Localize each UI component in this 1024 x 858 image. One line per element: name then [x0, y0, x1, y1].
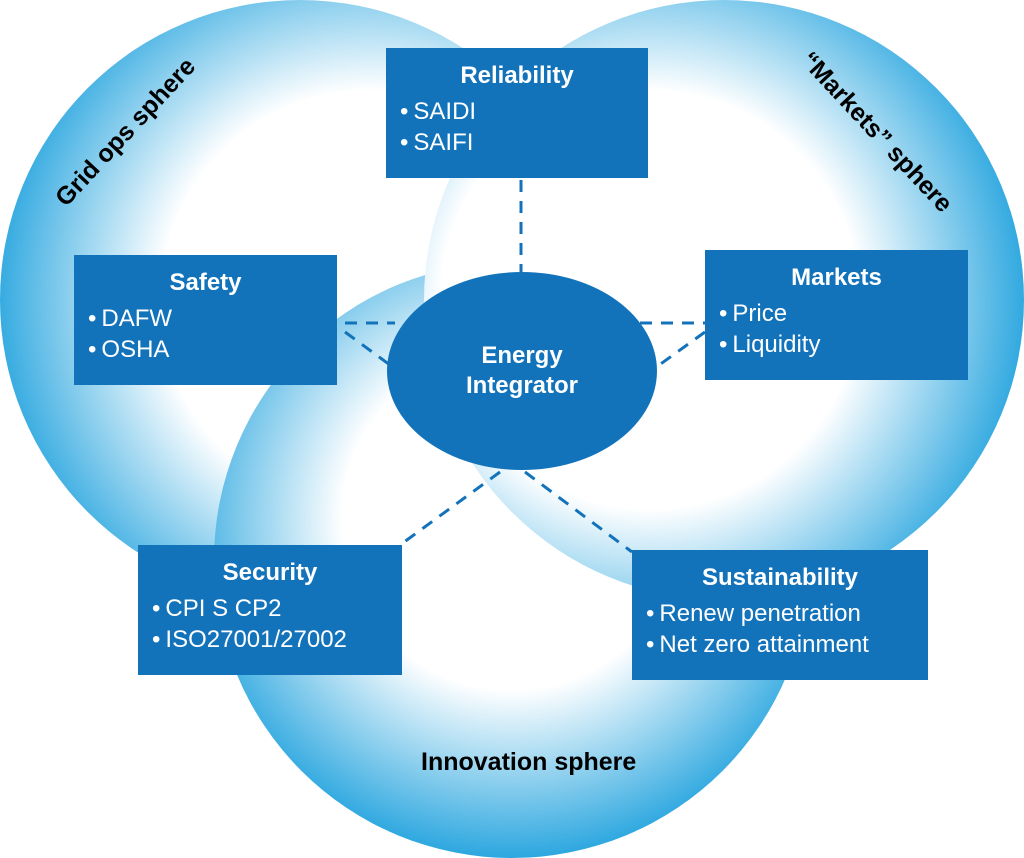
energy-integrator-node: Energy Integrator: [387, 272, 657, 470]
security-box: Security CPI S CP2 ISO27001/27002: [138, 545, 402, 675]
safety-list: DAFW OSHA: [74, 303, 337, 365]
dashed-connectors: [344, 180, 706, 554]
reliability-list: SAIDI SAIFI: [386, 96, 648, 158]
list-item: CPI S CP2: [152, 593, 402, 624]
list-item: Net zero attainment: [646, 629, 928, 660]
center-label-line1: Energy: [481, 342, 563, 369]
connector-safety-diag: [344, 330, 391, 367]
sustainability-list: Renew penetration Net zero attainment: [632, 598, 928, 660]
sustainability-title: Sustainability: [701, 564, 859, 591]
markets-list: Price Liquidity: [705, 298, 968, 360]
center-label-line2: Integrator: [465, 372, 578, 399]
innovation-sphere-label: Innovation sphere: [421, 748, 637, 776]
safety-title: Safety: [169, 269, 242, 296]
sustainability-box: Sustainability Renew penetration Net zer…: [632, 550, 928, 680]
list-item: Price: [719, 298, 968, 329]
safety-box: Safety DAFW OSHA: [74, 255, 337, 385]
list-item: OSHA: [88, 334, 337, 365]
connector-sustainability: [524, 470, 633, 554]
list-item: DAFW: [88, 303, 337, 334]
reliability-title: Reliability: [460, 62, 574, 89]
list-item: SAIFI: [400, 127, 648, 158]
security-title: Security: [222, 559, 318, 586]
markets-box: Markets Price Liquidity: [705, 250, 968, 380]
markets-title: Markets: [791, 264, 882, 291]
list-item: Renew penetration: [646, 598, 928, 629]
security-list: CPI S CP2 ISO27001/27002: [138, 593, 402, 655]
connector-markets-diag: [654, 330, 706, 370]
reliability-box: Reliability SAIDI SAIFI: [386, 48, 648, 178]
list-item: SAIDI: [400, 96, 648, 127]
list-item: ISO27001/27002: [152, 624, 402, 655]
list-item: Liquidity: [719, 329, 968, 360]
